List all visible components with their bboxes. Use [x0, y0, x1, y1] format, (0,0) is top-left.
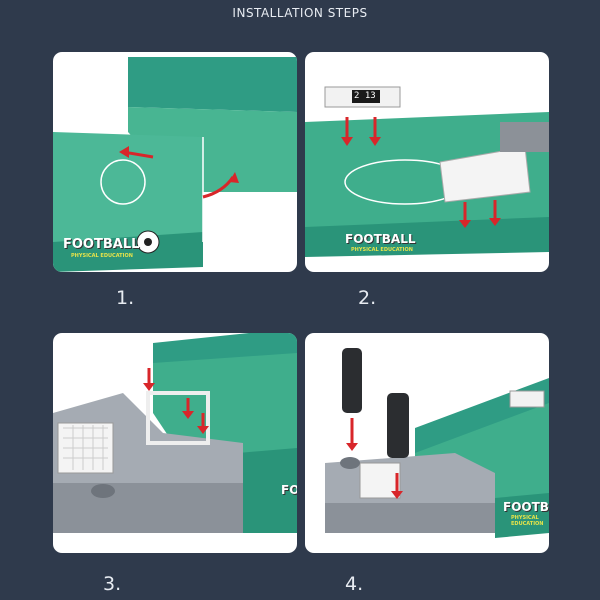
step-1-image: FOOTBALL PHYSICAL EDUCATION [53, 52, 297, 272]
page-title: INSTALLATION STEPS [232, 6, 368, 20]
step-2-image: 2 13 FOOTBALL PHYSICAL EDUCATION [305, 52, 549, 272]
logo-subtext: PHYSICAL EDUCATION [351, 247, 413, 253]
step-3-image: FOOTBALL [53, 333, 297, 553]
step-2-label: 2. [358, 287, 377, 309]
football-logo: FOOTBALL [503, 500, 549, 514]
logo-subtext: PHYSICAL EDUCATION [71, 253, 133, 259]
football-logo: FOOTBALL [63, 237, 140, 252]
step-1-label: 1. [116, 287, 135, 309]
step-4-label: 4. [345, 573, 364, 595]
football-logo: FOOTBALL [281, 483, 297, 497]
step-3-label: 3. [103, 573, 122, 595]
scoreboard-display: 2 13 [354, 91, 376, 101]
logo-subtext: PHYSICAL EDUCATION [511, 515, 544, 527]
football-logo: FOOTBALL [345, 232, 416, 246]
step-4-image: FOOTBALL PHYSICAL EDUCATION [305, 333, 549, 553]
